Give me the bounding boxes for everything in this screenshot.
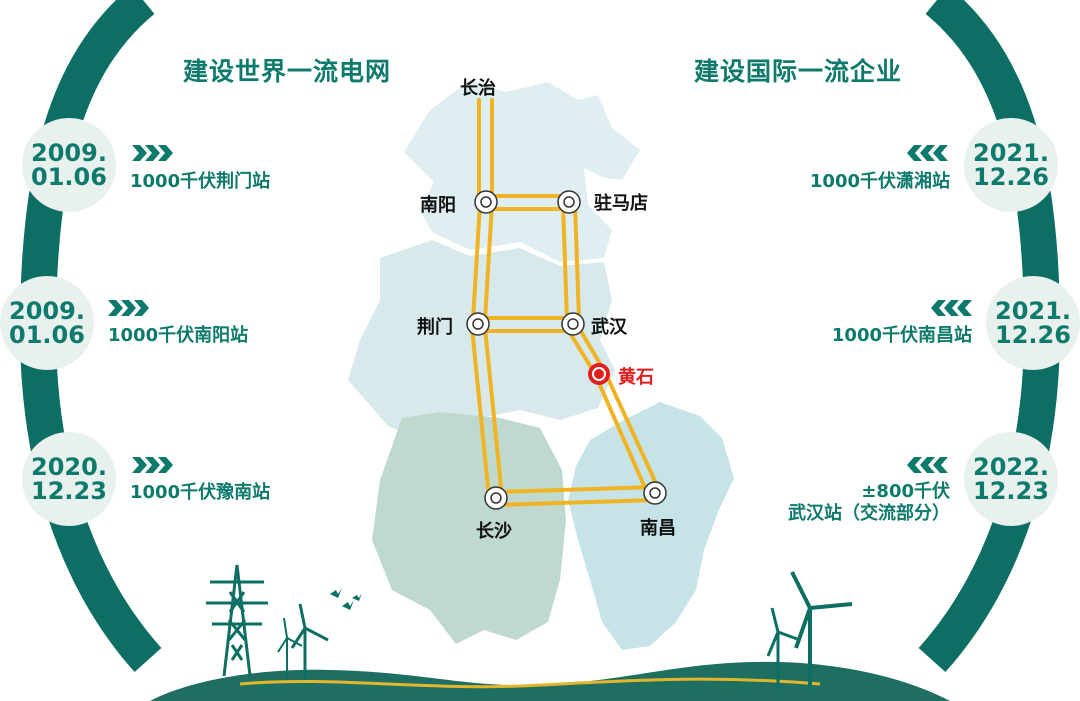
station-label: 1000千伏南昌站: [831, 325, 972, 346]
date-day: 12.23: [31, 477, 107, 505]
city-label-nanyang: 南阳: [420, 195, 456, 216]
node-zhumadian: [557, 190, 581, 214]
chevrons-right-icon: [108, 300, 149, 316]
wind-turbine-icon: [290, 603, 329, 680]
station-label-line: ±800千伏: [861, 481, 950, 502]
node-huangshi: [588, 363, 610, 385]
city-label-wuhan: 武汉: [591, 317, 627, 338]
station-label-line: 武汉站（交流部分）: [788, 503, 950, 524]
node-wuhan: [561, 312, 585, 336]
date-year: 2020.: [31, 453, 107, 481]
ground-hills: [150, 661, 950, 701]
chevrons-left-icon: [931, 300, 972, 316]
chevrons-left-icon: [907, 457, 948, 473]
region-hubei: [348, 240, 615, 440]
date-badge: 2021. 12.26: [964, 118, 1058, 212]
left-heading: 建设世界一流电网: [182, 57, 391, 86]
date-badge: 2009. 01.06: [22, 118, 116, 212]
transmission-network: [470, 98, 661, 507]
date-year: 2009.: [9, 297, 85, 325]
station-nodes: [466, 190, 667, 510]
line-jingmen-changsha-2: [483, 326, 504, 499]
line-changsha-nanchang-2: [494, 498, 657, 507]
node-nanchang: [643, 481, 667, 505]
station-label: 1000千伏荆门站: [130, 171, 271, 192]
region-jiangxi: [568, 402, 734, 650]
city-label-huangshi: 黄石: [618, 367, 654, 388]
line-zhumadian-wuhan-2: [573, 202, 581, 322]
date-badge: 2020. 12.23: [22, 432, 116, 526]
node-nanyang: [474, 190, 498, 214]
date-year: 2009.: [31, 139, 107, 167]
date-badge: 2009. 01.06: [0, 276, 94, 370]
region-henan: [404, 80, 640, 262]
wind-turbine-icon: [766, 607, 801, 690]
date-day: 12.26: [995, 321, 1071, 349]
city-label-zhumadian: 驻马店: [594, 193, 648, 214]
right-heading: 建设国际一流企业: [693, 57, 902, 86]
ground-wave: [239, 677, 821, 689]
date-day: 01.06: [9, 321, 85, 349]
region-hunan: [372, 412, 566, 644]
station-label: 1000千伏豫南站: [130, 482, 271, 503]
node-jingmen: [466, 312, 490, 336]
station-label: 1000千伏南阳站: [108, 325, 249, 346]
line-nanyang-jingmen: [471, 202, 482, 322]
date-year: 2021.: [995, 297, 1071, 325]
station-label: 1000千伏潇湘站: [809, 171, 950, 192]
date-badge: 2022. 12.23: [964, 432, 1058, 526]
line-jingmen-changsha: [470, 326, 491, 499]
date-year: 2022.: [973, 453, 1049, 481]
city-label-nanchang: 南昌: [640, 518, 676, 539]
city-label-changsha: 长沙: [476, 521, 512, 542]
chevrons-left-icon: [907, 145, 948, 161]
station-label: ±800千伏 武汉站（交流部分）: [788, 481, 950, 525]
date-day: 12.23: [973, 477, 1049, 505]
wind-turbine-icon: [277, 617, 303, 680]
province-map: [348, 80, 734, 650]
power-tower-icon: [206, 564, 268, 677]
wind-turbine-icon: [790, 571, 853, 690]
date-day: 01.06: [31, 163, 107, 191]
city-label-jingmen: 荆门: [417, 317, 453, 338]
line-nanyang-jingmen-2: [483, 202, 494, 322]
chevrons-right-icon: [132, 457, 173, 473]
chevrons-right-icon: [132, 145, 173, 161]
date-badge: 2021. 12.26: [986, 276, 1080, 370]
node-changsha: [484, 486, 508, 510]
birds-icon: [330, 588, 362, 610]
line-changsha-nanchang: [494, 485, 657, 494]
city-label-changzhi: 长治: [460, 78, 496, 99]
date-day: 12.26: [973, 163, 1049, 191]
line-zhumadian-wuhan: [561, 202, 569, 322]
date-year: 2021.: [973, 139, 1049, 167]
